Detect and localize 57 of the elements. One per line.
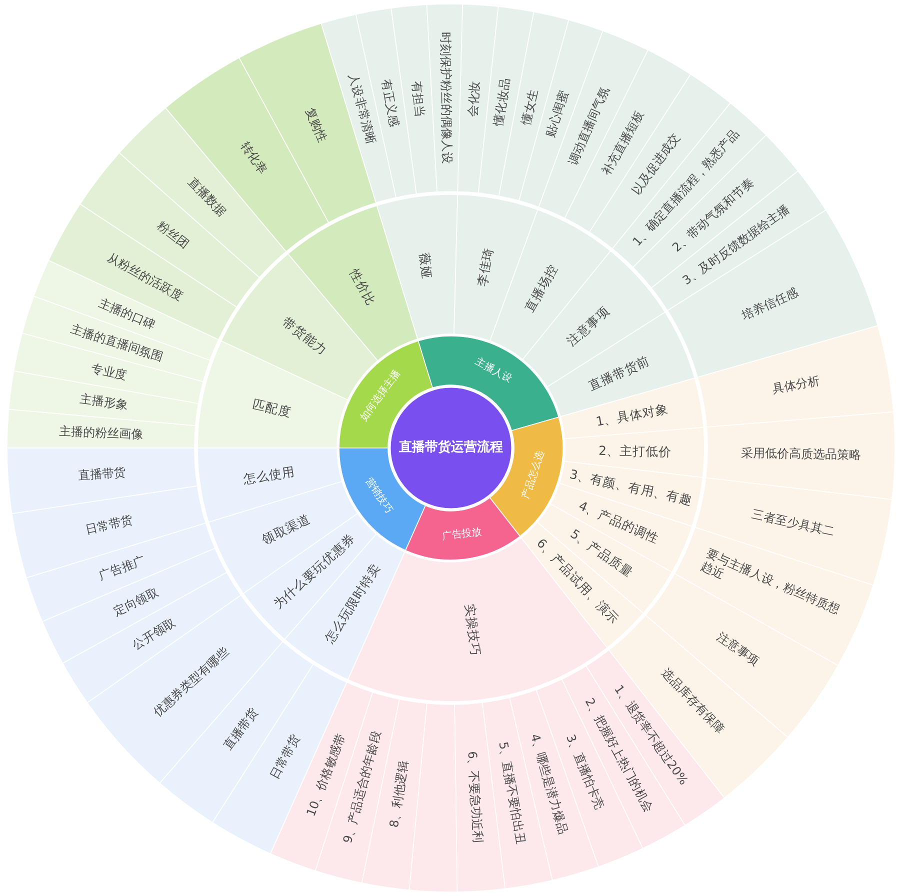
segment-label: 直播带货前 [586, 352, 652, 393]
segment-label: 6、不要急功近利 [464, 751, 486, 844]
segment-label: 有担当 [408, 80, 427, 118]
segment-label: 要与主播人设，粉丝特质想趋近 [698, 546, 843, 618]
segment-label: 三者至少具其二 [750, 506, 836, 539]
segment-label: 日常带货 [84, 512, 134, 538]
segment-label: 8、利他逻辑 [387, 760, 412, 829]
segment-label: 匹配度 [250, 396, 292, 420]
segment-label: 选品库存有保障 [658, 666, 728, 736]
segment-label: 主播的口碑 [97, 296, 158, 332]
segment-label: 薇娅 [417, 252, 436, 280]
segment-label: 采用低价高质选品策略 [741, 446, 862, 462]
segment-label: 主播形象 [79, 392, 128, 413]
segment-label: 实操技巧 [462, 604, 484, 658]
segment-label: 带货能力 [280, 314, 330, 358]
category-segment [405, 497, 520, 560]
segment-label: 性价比 [347, 266, 380, 308]
segment-label: 转化率 [238, 140, 270, 178]
segment-label: 培养信任感 [740, 286, 801, 324]
category-segment [489, 417, 563, 537]
segment-label: 有正义感 [378, 78, 402, 128]
segment-label: 2、主打低价 [598, 443, 672, 460]
segment-label: 1、具体对象 [594, 401, 669, 429]
segment-label: 领取渠道 [259, 510, 312, 547]
segment-label: 贴心闺蜜 [543, 89, 572, 140]
detail-segment [239, 23, 377, 223]
segment-label: 注意事项 [714, 629, 762, 669]
segment-label: 广告投放 [441, 526, 482, 544]
segment-label: 产品怎么选 [520, 449, 548, 501]
segment-label: 具体分析 [770, 374, 820, 397]
segment-label: 如何选择主播 [358, 368, 404, 424]
segment-label: 懂女生 [519, 88, 542, 126]
detail-segment [697, 325, 894, 428]
segment-label: 10、价格敏感带 [304, 732, 348, 818]
segment-label: 营销技巧 [362, 476, 394, 516]
segment-label: 5、直播不要怕出丑 [496, 740, 529, 846]
category-segment [418, 336, 559, 431]
segment-label: 主播人设 [472, 356, 514, 386]
segment-label: 专业度 [90, 361, 128, 384]
segment-label: 直播带货 [77, 465, 126, 483]
segment-label: 日常带货 [268, 732, 303, 782]
segment-label: 直播场控 [522, 262, 561, 314]
segment-label: 李佳琦 [474, 246, 496, 288]
segment-label: 时刻保护粉丝的偶像人设 [438, 32, 454, 164]
segment-label: 怎么使用 [242, 464, 296, 486]
segment-label: 人设非常清晰 [346, 72, 378, 146]
segment-label: 直播数据 [185, 174, 229, 219]
topic-segment [376, 194, 458, 339]
segment-label: 会化妆 [466, 80, 483, 117]
center-title: 直播带货运营流程 [399, 440, 503, 456]
segment-label: 主播的粉丝画像 [58, 424, 144, 442]
detail-segment [7, 448, 198, 514]
segment-label: 注意事项 [564, 302, 613, 349]
segment-label: 懂化妆品 [492, 76, 514, 126]
segment-label: 复购性 [302, 106, 330, 144]
segment-label: 粉丝团 [154, 218, 192, 252]
segment-label: 广告推广 [96, 552, 147, 583]
